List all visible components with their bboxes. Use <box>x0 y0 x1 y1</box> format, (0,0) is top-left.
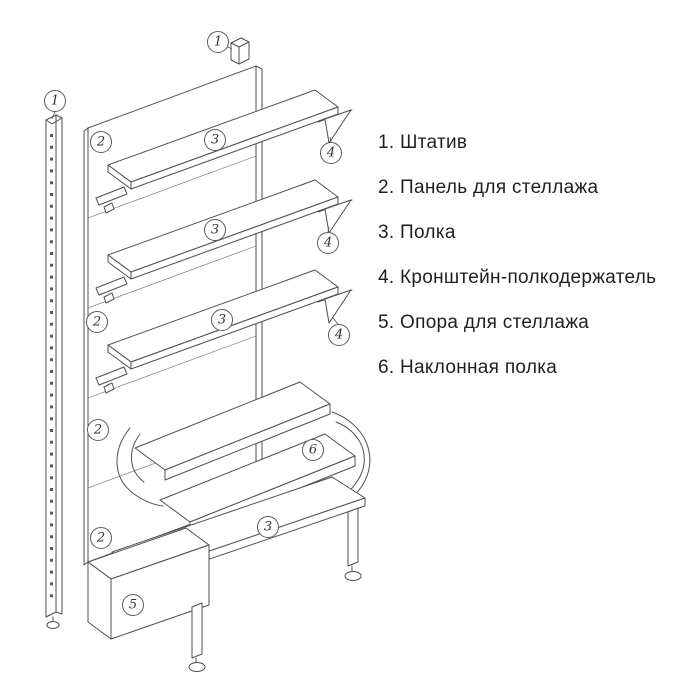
inclined-left-support <box>131 433 145 483</box>
shelf-clip <box>95 366 128 386</box>
leveling-foot <box>188 662 206 672</box>
svg-text:3: 3 <box>218 313 226 328</box>
svg-text:3: 3 <box>211 223 219 238</box>
bracket-lower <box>317 289 353 324</box>
svg-text:4: 4 <box>334 328 343 343</box>
legend-item-naklonnaya: 6. Наклонная полка <box>378 356 558 378</box>
callout-3-bottom: 3 <box>257 516 279 538</box>
leveling-foot <box>46 621 60 629</box>
svg-text:6: 6 <box>309 443 317 458</box>
svg-text:1: 1 <box>214 35 222 50</box>
callout-2-a: 2 <box>90 131 112 153</box>
post-top-section <box>230 37 250 65</box>
callout-2-b: 2 <box>86 311 108 333</box>
legend-item-shtativ: 1. Штатив <box>378 131 468 153</box>
svg-text:3: 3 <box>264 520 272 535</box>
svg-text:2: 2 <box>93 423 102 438</box>
bracket-middle <box>317 199 353 234</box>
callout-5: 5 <box>122 594 144 616</box>
upright-post <box>45 114 63 629</box>
shelf-clip <box>103 202 115 214</box>
svg-text:2: 2 <box>96 135 105 150</box>
leveling-foot <box>344 571 362 581</box>
legend-item-polka: 3. Полка <box>378 221 456 243</box>
shelf-clip <box>95 276 128 296</box>
callout-1-post: 1 <box>44 90 66 112</box>
callout-3-shelf1: 3 <box>204 129 226 151</box>
svg-text:5: 5 <box>129 598 137 613</box>
callout-3-shelf3: 3 <box>211 309 233 331</box>
shelf-clip <box>103 382 115 394</box>
callout-4-shelf3: 4 <box>328 324 350 346</box>
svg-text:3: 3 <box>211 133 219 148</box>
callout-4-shelf1: 4 <box>320 142 342 164</box>
legend-item-kronshtein: 4. Кронштейн-полкодержатель <box>378 266 657 288</box>
callout-2-c: 2 <box>87 419 109 441</box>
leg-right <box>344 507 362 581</box>
svg-text:2: 2 <box>96 531 105 546</box>
leg-center <box>188 602 206 672</box>
svg-text:4: 4 <box>323 236 332 251</box>
bracket-top <box>317 109 353 144</box>
legend-item-opora: 5. Опора для стеллажа <box>378 311 590 333</box>
svg-text:1: 1 <box>51 94 59 109</box>
svg-text:4: 4 <box>326 146 335 161</box>
legend-item-panel: 2. Панель для стеллажа <box>378 176 599 198</box>
svg-text:2: 2 <box>92 315 101 330</box>
inclined-left-support <box>116 427 164 507</box>
callout-3-shelf2: 3 <box>204 219 226 241</box>
callout-6: 6 <box>302 439 324 461</box>
shelf-clip <box>103 292 115 304</box>
legend: 1. Штатив 2. Панель для стеллажа 3. Полк… <box>378 120 656 390</box>
callout-2-d: 2 <box>90 527 112 549</box>
callout-4-shelf2: 4 <box>317 232 339 254</box>
shelf-clip <box>95 186 128 206</box>
callout-1-top: 1 <box>207 31 229 53</box>
